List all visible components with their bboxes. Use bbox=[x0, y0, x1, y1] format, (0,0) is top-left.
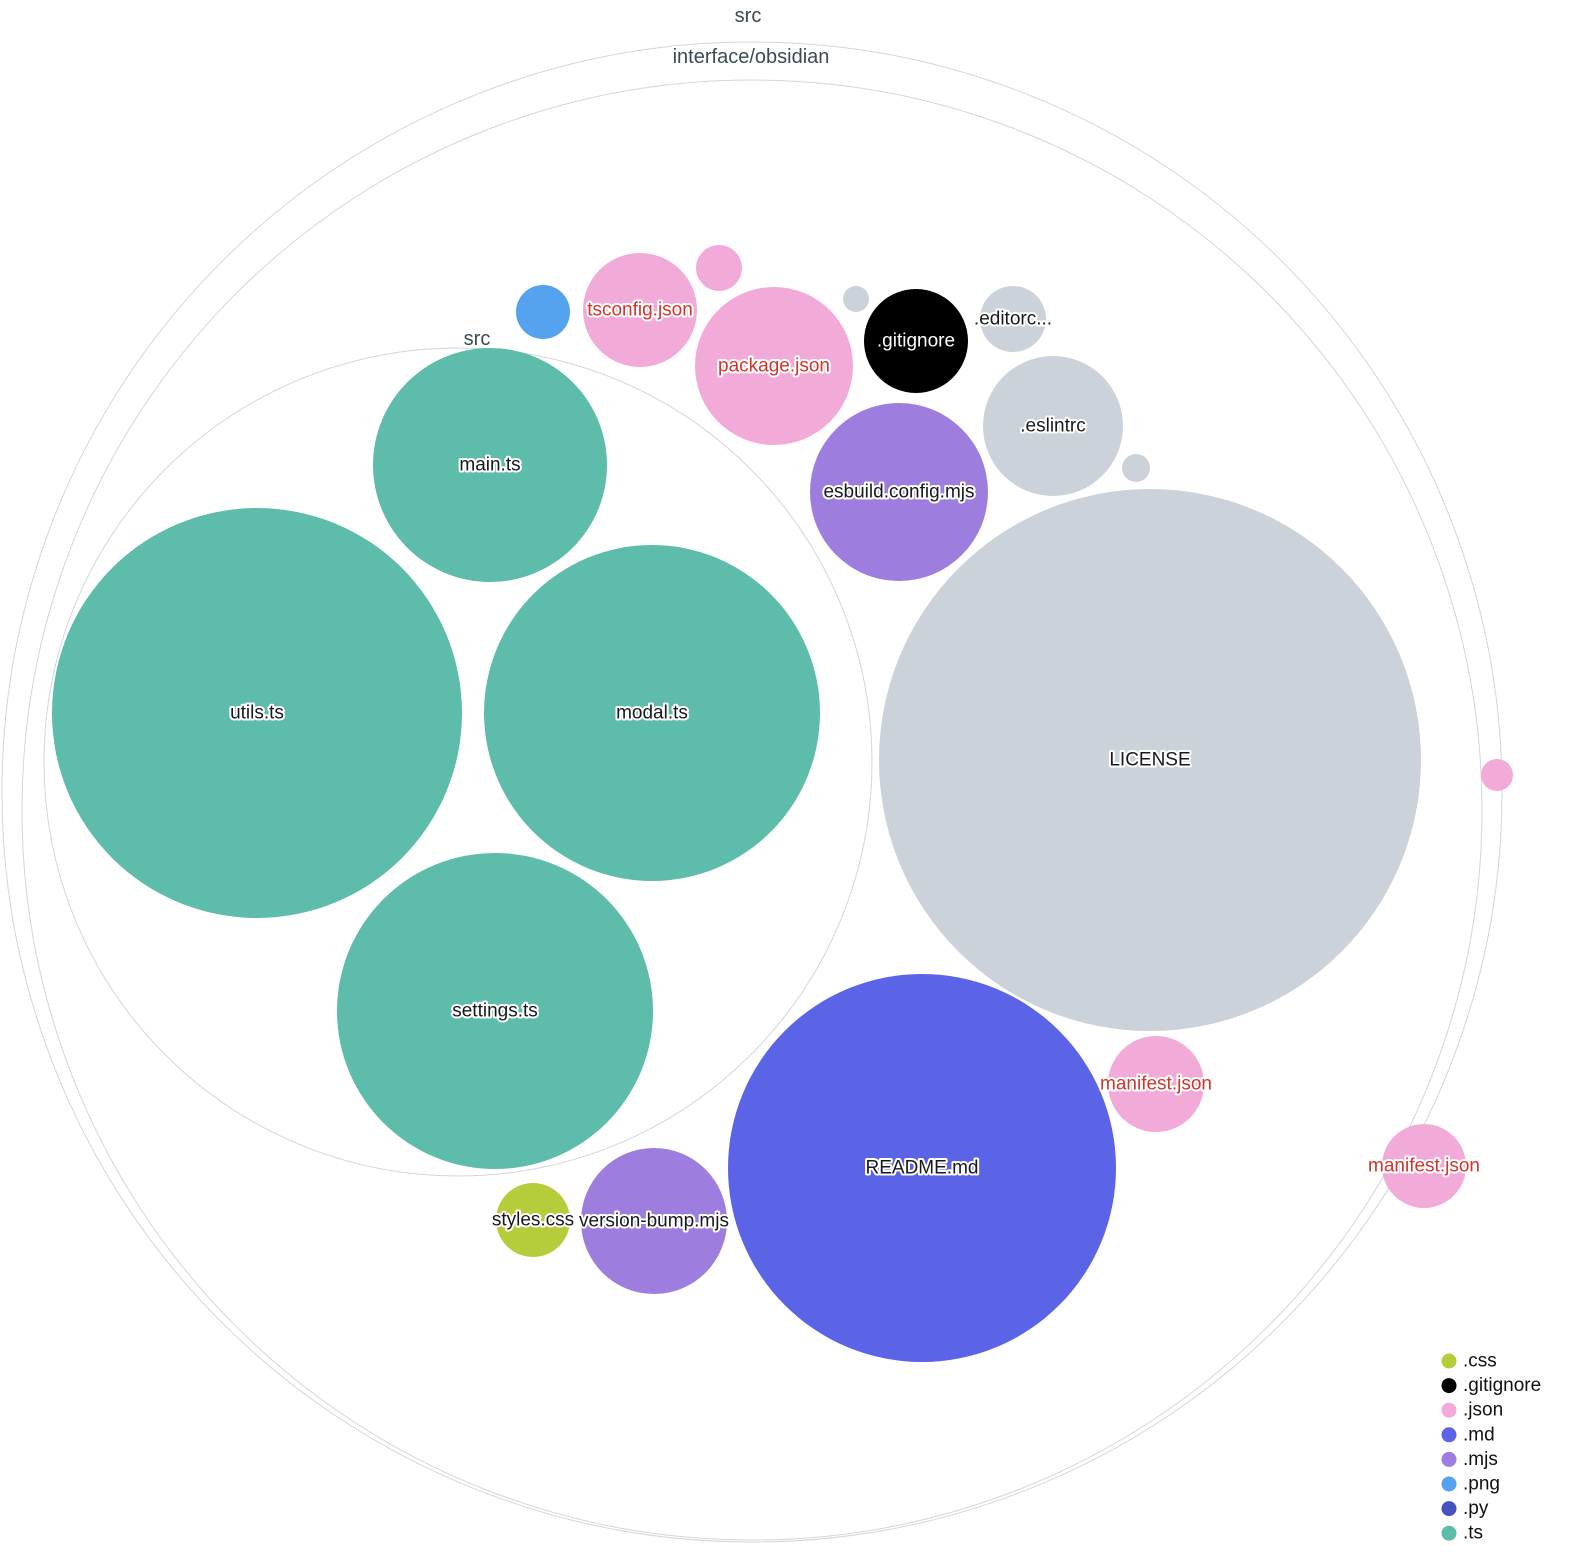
legend-label: .json bbox=[1463, 1400, 1503, 1421]
file-label: settings.ts bbox=[452, 1001, 538, 1022]
file-bubble bbox=[696, 245, 742, 291]
file-label: utils.ts bbox=[230, 703, 284, 724]
file-label: manifest.json bbox=[1100, 1074, 1212, 1095]
file-label: manifest.json bbox=[1368, 1156, 1480, 1177]
legend-dot--json bbox=[1441, 1402, 1457, 1418]
file-bubble-settings-ts bbox=[337, 853, 653, 1169]
file-bubble-modal-ts bbox=[484, 545, 820, 881]
legend-dot--gitignore bbox=[1441, 1378, 1457, 1394]
file-label: README.md bbox=[866, 1158, 979, 1179]
file-bubble bbox=[516, 285, 570, 339]
file-bubble-main-ts bbox=[373, 348, 607, 582]
file-label: tsconfig.json bbox=[587, 300, 693, 321]
file-label: .editorc... bbox=[974, 309, 1052, 330]
file-bubble bbox=[1122, 454, 1150, 482]
file-bubble--eslintrc bbox=[983, 356, 1123, 496]
file-label: esbuild.config.mjs bbox=[823, 482, 974, 503]
legend-dot--png bbox=[1441, 1476, 1457, 1492]
file-label: modal.ts bbox=[616, 703, 688, 724]
file-bubble-styles-css bbox=[496, 1183, 570, 1257]
file-label: LICENSE bbox=[1109, 750, 1190, 771]
legend-dot--md bbox=[1441, 1427, 1457, 1443]
legend-label: .gitignore bbox=[1463, 1375, 1541, 1396]
file-bubble--gitignore bbox=[864, 289, 968, 393]
file-bubble bbox=[843, 286, 869, 312]
file-label: .gitignore bbox=[877, 331, 955, 352]
legend-dot--ts bbox=[1441, 1525, 1457, 1541]
folder-label: src bbox=[735, 5, 762, 27]
file-bubble--editorc- bbox=[980, 286, 1046, 352]
file-label: version-bump.mjs bbox=[579, 1211, 729, 1232]
legend-label: .mjs bbox=[1463, 1449, 1498, 1470]
legend-dot--mjs bbox=[1441, 1451, 1457, 1467]
file-bubble-version-bump-mjs bbox=[581, 1148, 727, 1294]
file-bubble-license bbox=[879, 489, 1421, 1031]
legend-label: .ts bbox=[1463, 1523, 1483, 1544]
legend-label: .md bbox=[1463, 1424, 1495, 1445]
folder-label: interface/obsidian bbox=[673, 46, 830, 68]
file-bubble-esbuild-config-mjs bbox=[810, 403, 988, 581]
file-bubble-tsconfig-json bbox=[583, 253, 697, 367]
file-bubble-manifest-json bbox=[1108, 1036, 1204, 1132]
legend-dot--py bbox=[1441, 1501, 1457, 1517]
file-label: main.ts bbox=[459, 455, 520, 476]
file-label: .eslintrc bbox=[1020, 416, 1085, 437]
legend-label: .py bbox=[1463, 1498, 1489, 1519]
file-label: styles.css bbox=[492, 1210, 574, 1231]
file-bubble-readme-md bbox=[728, 974, 1116, 1362]
file-bubble bbox=[1481, 759, 1513, 791]
file-bubble-manifest-json bbox=[1382, 1124, 1466, 1208]
folder-label: src bbox=[464, 328, 491, 350]
legend-label: .png bbox=[1463, 1474, 1500, 1495]
file-bubble-utils-ts bbox=[52, 508, 462, 918]
legend-label: .css bbox=[1463, 1351, 1497, 1372]
legend-dot--css bbox=[1441, 1353, 1457, 1369]
file-label: package.json bbox=[718, 356, 830, 377]
file-bubble-package-json bbox=[695, 287, 853, 445]
